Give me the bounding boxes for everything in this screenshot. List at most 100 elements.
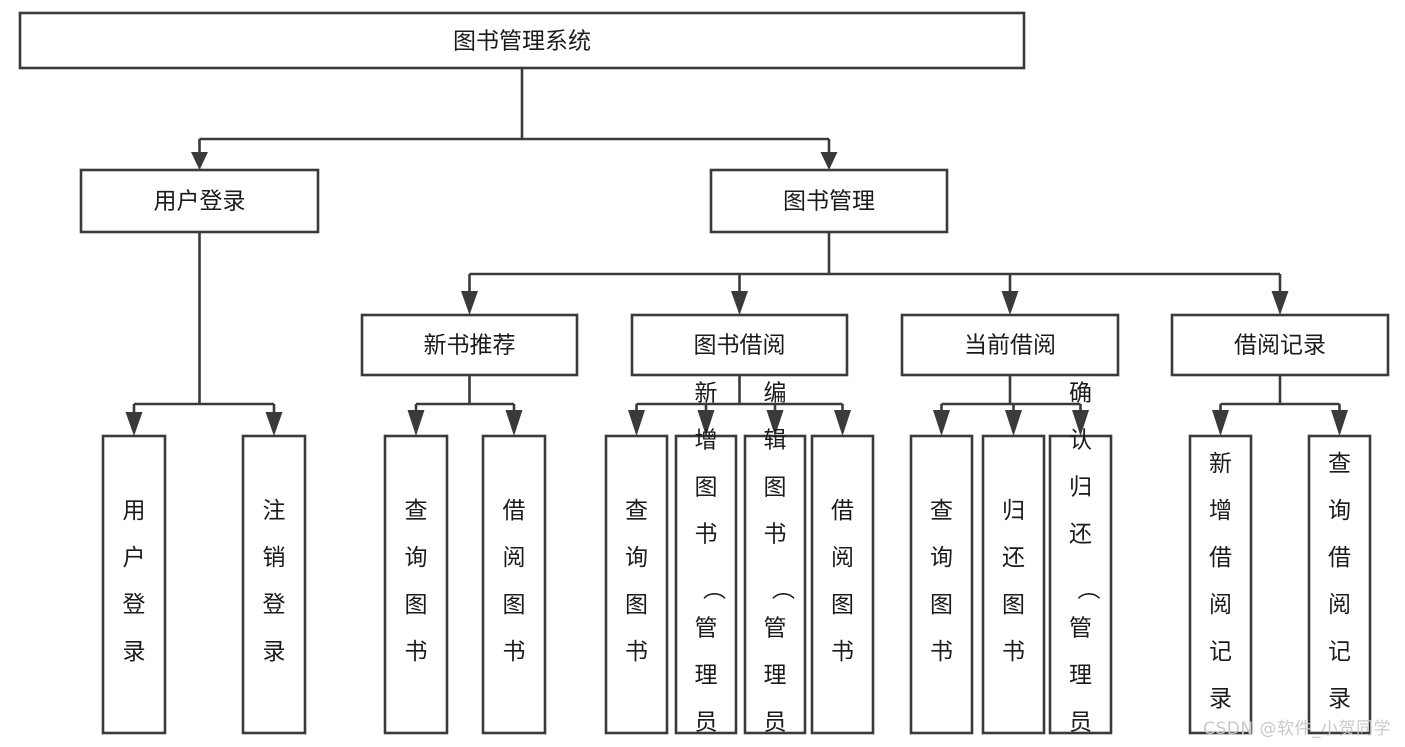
leaf-label-glyph: 新 [1209,451,1232,477]
leaf-label-glyph: 员 [764,710,787,736]
leaf-label-glyph: 理 [764,663,787,689]
leaf-logout-box[interactable] [241,434,307,735]
leaf-label-glyph: 查 [625,498,648,524]
node-root-box[interactable] [18,11,1026,70]
node-book-management[interactable]: 图书管理 [709,168,949,234]
leaf-user-login-box[interactable] [101,434,167,735]
leaf-logout[interactable] [241,434,307,735]
leaf-borrow-book-1-box[interactable] [481,434,547,735]
node-current-borrow-box[interactable] [900,313,1120,377]
leaf-borrow-book-2[interactable] [810,434,875,735]
leaf-user-login[interactable] [101,434,167,735]
leaf-label-glyph: 书 [930,639,953,665]
leaf-label-glyph: 增 [695,428,718,454]
leaf-query-book-3-box[interactable] [909,434,974,735]
node-new-book-recommend[interactable]: 新书推荐 [360,313,579,377]
leaf-label-glyph: 图 [764,475,787,501]
arrow-head-leaf-logout [265,412,283,436]
leaf-query-record-box[interactable] [1307,434,1372,735]
leaf-label-l_user_login: 用户登录 [123,498,146,665]
leaf-label-glyph: 员 [1069,710,1092,736]
leaf-add-record-box[interactable] [1188,434,1253,735]
node-borrow-record-label: 借阅记录 [1234,333,1326,359]
node-user-login-box[interactable] [79,168,320,234]
leaf-label-glyph: 理 [695,663,718,689]
leaf-return-book[interactable] [981,434,1046,735]
leaf-add-record[interactable] [1188,434,1253,735]
leaf-label-glyph: 归 [1002,498,1025,524]
node-root-label: 图书管理系统 [453,29,591,55]
arrow-head-user-login [191,152,208,170]
leaf-confirm-return-box[interactable] [1048,434,1113,735]
node-new-book-recommend-box[interactable] [360,313,579,377]
leaf-label-glyph: 书 [503,639,526,665]
leaf-edit-book-box[interactable] [743,434,807,735]
leaf-label-glyph: 书 [1002,639,1025,665]
leaf-label-glyph: 录 [263,639,286,665]
leaf-borrow-book-2-box[interactable] [810,434,875,735]
leaf-label-glyph: 借 [503,498,526,524]
leaf-label-glyph: 归 [1069,475,1092,501]
node-book-borrow[interactable]: 图书借阅 [630,313,849,377]
leaf-label-glyph: （ [1075,577,1101,600]
node-book-management-label: 图书管理 [783,189,875,215]
node-book-borrow-box[interactable] [630,313,849,377]
leaf-label-glyph: 管 [1069,616,1092,642]
leaf-label-glyph: 管 [764,616,787,642]
leaf-label-glyph: 理 [1069,663,1092,689]
leaf-label-glyph: 图 [831,592,854,618]
leaf-confirm-return[interactable] [1048,434,1113,735]
leaf-query-record[interactable] [1307,434,1372,735]
leaf-label-glyph: （ [769,577,795,600]
leaf-add-book-box[interactable] [674,434,738,735]
leaf-label-glyph: 查 [1328,451,1351,477]
node-book-management-box[interactable] [709,168,949,234]
leaf-label-glyph: 编 [764,381,787,407]
leaf-label-glyph: 图 [405,592,428,618]
arrow-head-leaf-user-login [125,412,143,436]
leaf-query-book-2-box[interactable] [604,434,669,735]
arrow-head-book-mgmt [820,152,838,170]
node-current-borrow[interactable]: 当前借阅 [900,313,1120,377]
leaf-query-book-2[interactable] [604,434,669,735]
leaf-return-book-box[interactable] [981,434,1046,735]
leaf-add-book[interactable] [674,434,738,735]
arrow-head-leaf-add-record [1212,410,1229,436]
leaf-borrow-book-1[interactable] [481,434,547,735]
arrow-head-leaf-borrow-book-1 [505,410,523,436]
leaf-label-glyph: 图 [625,592,648,618]
leaf-label-glyph: 询 [930,545,953,571]
leaf-query-book-1[interactable] [383,434,449,735]
arrow-head-new-book [461,291,478,315]
leaf-label-glyph: 确 [1069,381,1092,407]
leaf-query-book-3[interactable] [909,434,974,735]
node-user-login[interactable]: 用户登录 [79,168,320,234]
arrow-head-leaf-query-book-2 [628,410,645,436]
node-borrow-record[interactable]: 借阅记录 [1170,313,1390,377]
leaf-label-glyph: 录 [1209,686,1232,712]
node-root[interactable]: 图书管理系统 [18,11,1026,70]
arrow-head-leaf-edit-book [766,410,784,436]
leaf-query-book-1-box[interactable] [383,434,449,735]
node-user-login-label: 用户登录 [154,189,246,215]
leaf-label-glyph: 书 [831,639,854,665]
connector-layer [125,68,1348,436]
leaf-label-glyph: 阅 [1209,592,1232,618]
leaf-edit-book[interactable] [743,434,807,735]
node-new-book-recommend-label: 新书推荐 [424,333,516,359]
leaf-label-glyph: 录 [123,639,146,665]
leaf-label-glyph: 注 [263,498,286,524]
node-borrow-record-box[interactable] [1170,313,1390,377]
leaf-label-glyph: 书 [764,522,787,548]
leaf-label-glyph: 员 [695,710,718,736]
